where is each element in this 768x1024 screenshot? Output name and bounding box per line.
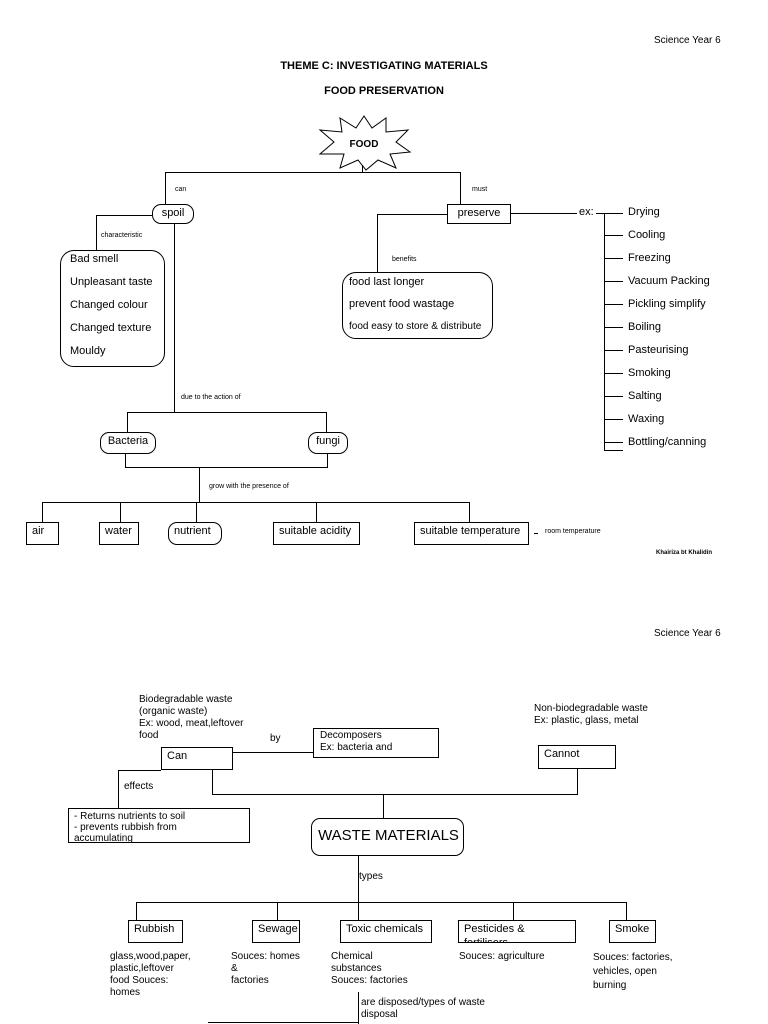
food-node: FOOD <box>349 139 379 150</box>
type-pesticides: Pesticides & fertilisers <box>458 920 576 943</box>
characteristics-box: Bad smell Unpleasant taste Changed colou… <box>60 250 165 367</box>
bacteria-node: Bacteria <box>100 432 156 454</box>
type-toxic: Toxic chemicals <box>340 920 432 943</box>
characteristic-item: Changed colour <box>70 299 148 311</box>
nonbiodegradable-label: Non-biodegradable waste Ex: plastic, gla… <box>534 703 648 726</box>
benefits-box: food last longer prevent food wastage fo… <box>342 272 493 339</box>
toxic-notes: Chemical substances Souces: factories <box>331 951 408 986</box>
can-label: can <box>175 186 187 193</box>
characteristic-item: Changed texture <box>70 322 152 334</box>
method-item: Waxing <box>628 413 665 425</box>
benefit-item: prevent food wastage <box>349 298 455 310</box>
method-item: Pasteurising <box>628 344 689 356</box>
method-item: Freezing <box>628 252 671 264</box>
method-item: Salting <box>628 390 662 402</box>
benefits-label: benefits <box>392 256 417 263</box>
method-item: Bottling/canning <box>628 436 707 448</box>
characteristic-item: Unpleasant taste <box>70 276 153 288</box>
grow-label: grow with the presence of <box>209 483 289 490</box>
characteristic-item: Mouldy <box>70 345 106 357</box>
decomposers-node: Decomposers Ex: bacteria and <box>313 728 439 758</box>
type-rubbish: Rubbish <box>128 920 183 943</box>
action-label: due to the action of <box>181 394 241 401</box>
must-label: must <box>472 186 488 193</box>
type-sewage: Sewage <box>252 920 300 943</box>
type-smoke: Smoke <box>609 920 656 943</box>
page-header: Science Year 6 <box>654 35 721 46</box>
page-subtitle: FOOD PRESERVATION <box>324 85 444 97</box>
method-item: Boiling <box>628 321 662 333</box>
condition-nutrient: nutrient <box>168 522 222 545</box>
rubbish-notes: glass,wood,paper, plastic,leftover food … <box>110 951 191 998</box>
effects-label: effects <box>124 781 154 792</box>
author-credit: Khairiza bt Khalidin <box>656 550 713 556</box>
temperature-note: room temperature <box>545 528 601 535</box>
sewage-notes: Souces: homes & factories <box>231 951 300 986</box>
method-item: Cooling <box>628 229 666 241</box>
benefit-item: food easy to store & distribute <box>349 321 482 332</box>
smoke-notes: Souces: factories, vehicles, open burnin… <box>593 952 673 991</box>
by-label: by <box>270 733 281 744</box>
pesticides-notes: Souces: agriculture <box>459 951 545 962</box>
waste-materials-node: WASTE MATERIALS <box>311 818 464 856</box>
page-title: THEME C: INVESTIGATING MATERIALS <box>280 60 488 72</box>
spoil-node: spoil <box>152 204 194 224</box>
characteristic-label: characteristic <box>101 232 143 239</box>
effects-box: - Returns nutrients to soil - prevents r… <box>68 808 250 843</box>
fungi-node: fungi <box>308 432 348 454</box>
condition-temperature: suitable temperature <box>414 522 529 545</box>
can-node: Can <box>161 747 233 770</box>
cannot-node: Cannot <box>538 745 616 769</box>
benefit-item: food last longer <box>349 276 425 288</box>
types-label: types <box>359 871 383 882</box>
characteristic-item: Bad smell <box>70 253 119 265</box>
method-item: Smoking <box>628 367 671 379</box>
ex-label: ex: <box>579 206 594 218</box>
biodegradable-label: Biodegradable waste (organic waste) Ex: … <box>139 694 244 741</box>
preserve-node: preserve <box>447 204 511 224</box>
disposal-label: are disposed/types of waste disposal <box>361 997 485 1020</box>
method-item: Vacuum Packing <box>628 275 710 287</box>
condition-air: air <box>26 522 59 545</box>
food-starburst-icon <box>318 115 412 171</box>
condition-water: water <box>99 522 139 545</box>
condition-acidity: suitable acidity <box>273 522 360 545</box>
method-item: Pickling simplify <box>628 298 706 310</box>
method-item: Drying <box>628 206 660 218</box>
page-header: Science Year 6 <box>654 628 721 639</box>
